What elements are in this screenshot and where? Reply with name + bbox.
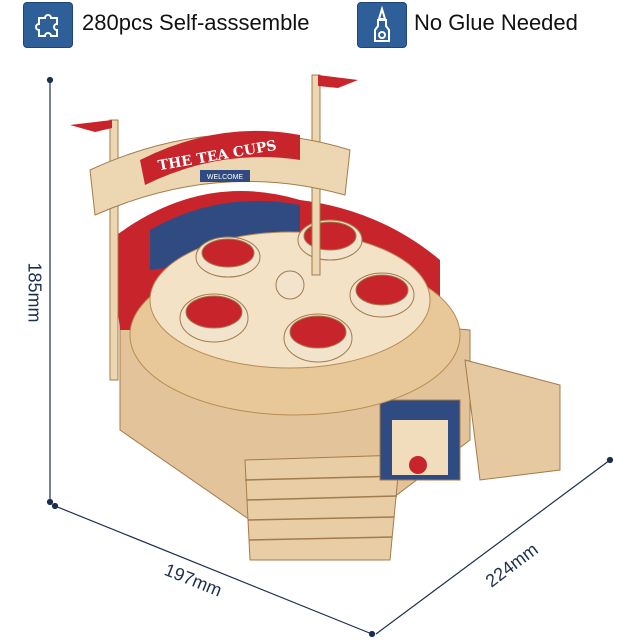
feature-glue-label: No Glue Needed — [414, 10, 578, 35]
dimension-lines — [46, 76, 614, 638]
puzzle-piece-icon — [35, 14, 58, 37]
banner: THE TEA CUPS WELCOME — [89, 130, 351, 216]
tea-cups — [179, 219, 415, 363]
welcome-sign: WELCOME — [207, 174, 244, 181]
glue-bottle-icon — [374, 6, 390, 42]
glue-badge — [357, 2, 407, 48]
puzzle-badge — [23, 2, 73, 48]
feature-pieces-label: 280pcs Self-asssemble — [82, 10, 310, 35]
height-dimension: 185mm — [24, 262, 45, 323]
